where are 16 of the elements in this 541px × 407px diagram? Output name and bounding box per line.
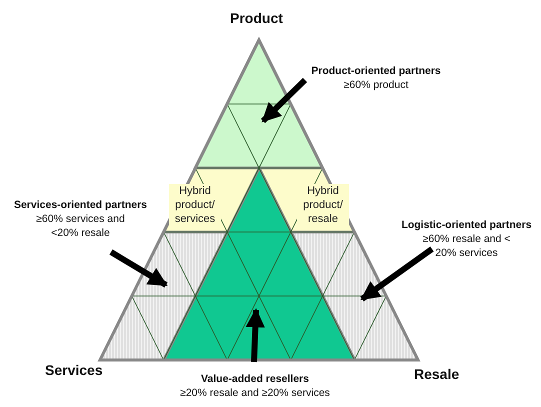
callout-text: ≥60% services and <20% resale (35, 212, 126, 240)
callout-heading: Logistic-oriented partners (400, 218, 533, 232)
callout-text: ≥60% product (342, 78, 410, 92)
arrow (109, 249, 168, 288)
corner-label: Product (230, 10, 283, 26)
callout-text: ≥60% resale and < 20% services (422, 232, 512, 260)
callout-heading: Services-oriented partners (12, 198, 148, 212)
callout-heading: Product-oriented partners (310, 64, 442, 78)
region-label: Hybrid product/ services (168, 184, 221, 226)
callout-heading: Value-added resellers (200, 372, 310, 386)
corner-label: Resale (414, 366, 460, 382)
arrow (360, 246, 434, 302)
callout-text: ≥20% resale and ≥20% services (179, 386, 331, 400)
region-label: Hybrid product/ resale (297, 184, 349, 226)
corner-label: Services (45, 362, 103, 378)
arrow (246, 308, 265, 362)
